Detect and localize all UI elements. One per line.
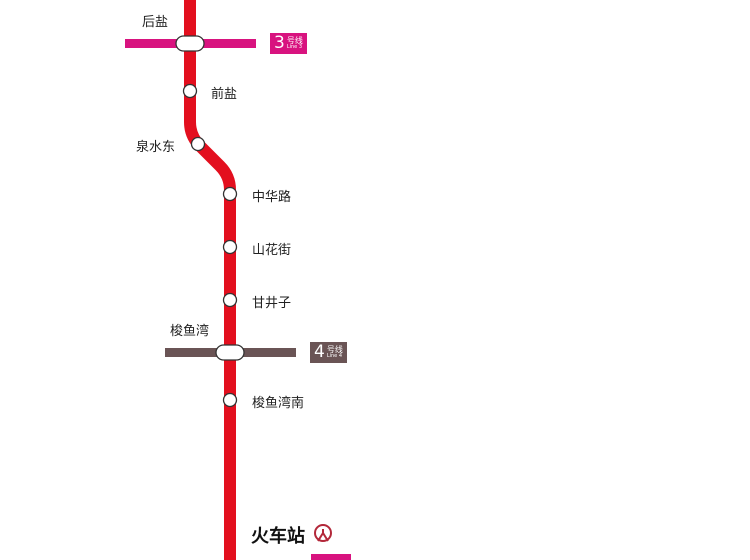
interchange-station-marker — [215, 344, 245, 361]
line-cn: 号线 — [286, 36, 303, 45]
railway-station-icon — [314, 524, 332, 542]
station-marker — [190, 136, 206, 152]
main-line-track — [184, 0, 236, 560]
line-en: Line 3 — [286, 44, 303, 50]
line-en: Line 4 — [326, 353, 343, 359]
terminal-station-label: 火车站 — [251, 526, 305, 547]
line-number: 3 — [274, 33, 285, 53]
station-marker — [182, 83, 198, 99]
station-label: 泉水东 — [136, 140, 176, 155]
station-label: 梭鱼湾南 — [252, 396, 305, 411]
line-number: 4 — [314, 342, 325, 362]
interchange-station-marker — [175, 35, 205, 52]
line-cn: 号线 — [326, 345, 343, 354]
station-label: 甘井子 — [252, 296, 292, 311]
station-marker — [222, 239, 238, 255]
station-marker — [222, 186, 238, 202]
station-label-housalt: 后盐 — [142, 15, 169, 30]
station-label: 前盐 — [211, 87, 238, 102]
station-label: 山花街 — [252, 243, 292, 258]
line-badge-partial — [311, 554, 351, 560]
station-marker — [222, 392, 238, 408]
station-label: 中华路 — [252, 190, 292, 205]
station-marker — [222, 292, 238, 308]
station-label-suoyuwan: 梭鱼湾 — [170, 324, 210, 339]
